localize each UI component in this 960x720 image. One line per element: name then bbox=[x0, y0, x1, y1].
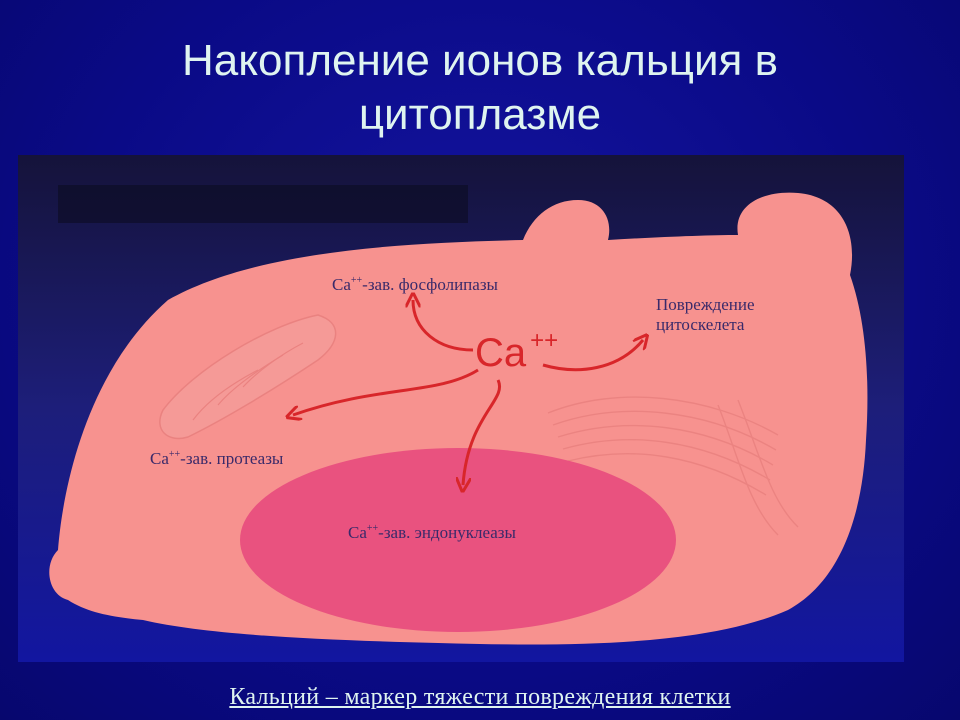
nucleus bbox=[240, 448, 676, 632]
cell-illustration bbox=[18, 155, 904, 662]
label-line-1: Повреждение bbox=[656, 295, 755, 314]
label-text: -зав. эндонуклеазы bbox=[378, 523, 516, 542]
label-line-2: цитоскелета bbox=[656, 315, 745, 334]
label-text: -зав. протеазы bbox=[180, 449, 284, 468]
ca-charge: ++ bbox=[366, 523, 379, 534]
arrow-to-cytoskeleton bbox=[542, 340, 643, 372]
calcium-arrows bbox=[293, 300, 643, 485]
cell-diagram: Ca++ Ca++-зав. фосфолипазы Повреждение ц… bbox=[18, 155, 904, 662]
cytoskeleton-filaments bbox=[547, 396, 799, 536]
label-cytoskeleton: Повреждение цитоскелета bbox=[656, 295, 755, 335]
ca-charge: ++ bbox=[168, 449, 181, 460]
calcium-symbol: Ca bbox=[475, 331, 527, 375]
arrow-to-proteases bbox=[293, 368, 479, 415]
calcium-ion-label: Ca++ bbox=[475, 329, 558, 376]
ca-prefix: Ca bbox=[348, 523, 367, 542]
footer-note: Кальций – маркер тяжести повреждения кле… bbox=[229, 684, 731, 710]
calcium-charge: ++ bbox=[530, 327, 559, 354]
slide-title: Накопление ионов кальция в цитоплазме bbox=[182, 36, 778, 139]
arrow-to-phospholipases bbox=[413, 300, 474, 352]
panel-shadow-band bbox=[58, 185, 468, 223]
ca-prefix: Ca bbox=[332, 275, 351, 294]
label-text: -зав. фосфолипазы bbox=[362, 275, 498, 294]
mitochondrion bbox=[159, 314, 337, 440]
label-endonucleases: Ca++-зав. эндонуклеазы bbox=[348, 523, 516, 543]
ca-charge: ++ bbox=[350, 275, 363, 286]
label-phospholipases: Ca++-зав. фосфолипазы bbox=[332, 275, 498, 295]
label-proteases: Ca++-зав. протеазы bbox=[150, 449, 283, 469]
arrow-to-endonucleases bbox=[463, 379, 502, 485]
ca-prefix: Ca bbox=[150, 449, 169, 468]
